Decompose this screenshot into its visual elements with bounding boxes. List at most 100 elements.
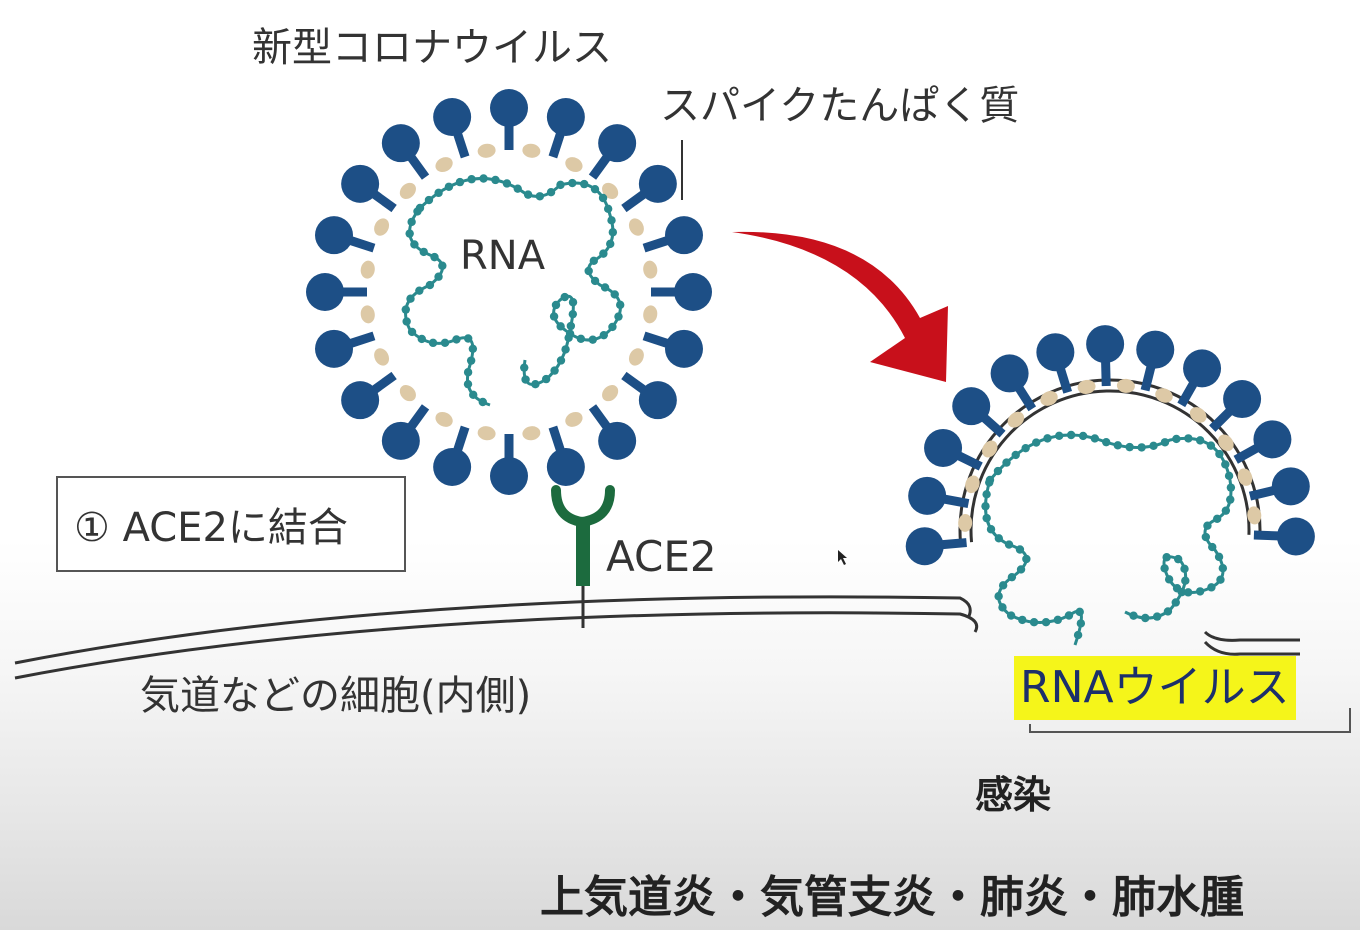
membrane-protein	[628, 348, 644, 366]
rna-bead	[598, 193, 608, 203]
rna-bead	[455, 177, 465, 187]
rna-bead	[556, 356, 566, 365]
entering-virus-particle	[905, 325, 1315, 646]
rna-bead	[1206, 441, 1216, 450]
spike-head	[433, 447, 472, 486]
membrane-protein	[360, 305, 375, 324]
rna-bead	[402, 317, 411, 326]
rna-bead	[520, 363, 529, 372]
rna-bead	[614, 312, 623, 321]
rna-bead	[606, 239, 615, 249]
membrane-protein	[477, 426, 496, 441]
membrane-protein	[958, 513, 973, 532]
spike-protein-label: スパイクたんぱく質	[660, 83, 1020, 129]
membrane-protein	[982, 440, 998, 458]
spike-stalk	[372, 190, 397, 213]
membrane-protein	[360, 260, 375, 279]
spike-stalk	[453, 132, 470, 159]
rna-bead	[415, 286, 424, 295]
rna-bead	[463, 334, 473, 343]
rna-bead	[468, 344, 478, 353]
rna-bead	[1064, 611, 1074, 620]
rna-bead	[1018, 615, 1027, 625]
rna-bead	[1160, 564, 1169, 573]
membrane-protein	[628, 218, 644, 236]
rna-bead	[413, 207, 422, 216]
rna-bead	[1160, 438, 1170, 447]
spike-stalk	[942, 538, 967, 550]
transition-arrow	[732, 231, 948, 382]
rna-bead	[405, 229, 414, 238]
spike-head	[1276, 517, 1315, 556]
spike-head	[315, 216, 354, 255]
rna-bead	[584, 266, 593, 276]
rna-bead	[1076, 619, 1086, 628]
rna-bead	[1214, 552, 1224, 562]
rna-bead	[521, 375, 530, 384]
spike-stalk	[642, 236, 669, 253]
spike-head	[1223, 380, 1262, 419]
spike-head	[1253, 420, 1292, 459]
rna-bead	[556, 322, 565, 331]
spike-stalk	[407, 404, 430, 429]
rna-bead	[549, 312, 559, 321]
membrane-protein	[399, 385, 416, 402]
spike-head	[905, 527, 944, 566]
spike-head	[381, 421, 420, 460]
cell-membrane	[14, 595, 1300, 680]
rna-bead	[1162, 553, 1171, 562]
spike-head	[381, 124, 420, 163]
membrane-protein	[643, 260, 658, 279]
rna-bead	[425, 280, 435, 290]
membrane-protein	[399, 182, 416, 199]
rna-bead	[580, 179, 589, 189]
rna-bead	[588, 335, 597, 344]
rna-bead	[1137, 443, 1146, 452]
rna-bead	[430, 252, 439, 262]
rna-bead	[1029, 618, 1039, 627]
rna-bead	[1054, 431, 1064, 441]
rna-bead	[1218, 564, 1228, 573]
coronavirus-particle	[306, 89, 712, 495]
rna-bead	[1078, 431, 1088, 441]
rna-bead	[610, 290, 619, 299]
rna-bead	[1184, 588, 1193, 597]
rna-bead	[566, 321, 576, 331]
rna-bead	[434, 188, 443, 198]
rna-bead	[986, 525, 996, 534]
ace2-receptor	[551, 485, 615, 628]
rna-bead	[1221, 460, 1230, 469]
rna-bead	[452, 335, 461, 344]
rna-bead	[616, 300, 625, 310]
spike-head	[1271, 467, 1310, 506]
spike-head	[990, 354, 1029, 393]
rna-bead	[467, 175, 476, 184]
spike-head	[546, 447, 585, 486]
membrane-protein	[565, 157, 583, 173]
rna-bead	[564, 333, 573, 343]
spike-head	[638, 381, 677, 420]
spike-stalk	[453, 425, 470, 452]
spike-stalk	[588, 404, 611, 429]
rna-bead	[590, 184, 600, 194]
spike-stalk	[548, 132, 565, 159]
rna-bead	[560, 292, 569, 302]
spike-head	[598, 124, 637, 163]
rna-bead	[1011, 450, 1020, 460]
rna-bead	[1073, 630, 1083, 640]
rna-bead	[466, 356, 476, 365]
rna-bead	[417, 334, 426, 344]
rna-bead	[463, 368, 473, 377]
rna-bead	[1171, 598, 1180, 607]
cell-label: 気道などの細胞(内側)	[140, 673, 532, 719]
rna-bead	[608, 228, 618, 237]
spike-head	[306, 273, 344, 311]
rna-bead	[491, 175, 500, 185]
membrane-protein	[565, 411, 583, 427]
rna-strand	[404, 176, 622, 407]
rna-bead	[982, 513, 991, 523]
rna-bead	[1207, 583, 1216, 592]
membrane-protein	[435, 157, 453, 173]
infection-label: 感染	[975, 773, 1052, 817]
